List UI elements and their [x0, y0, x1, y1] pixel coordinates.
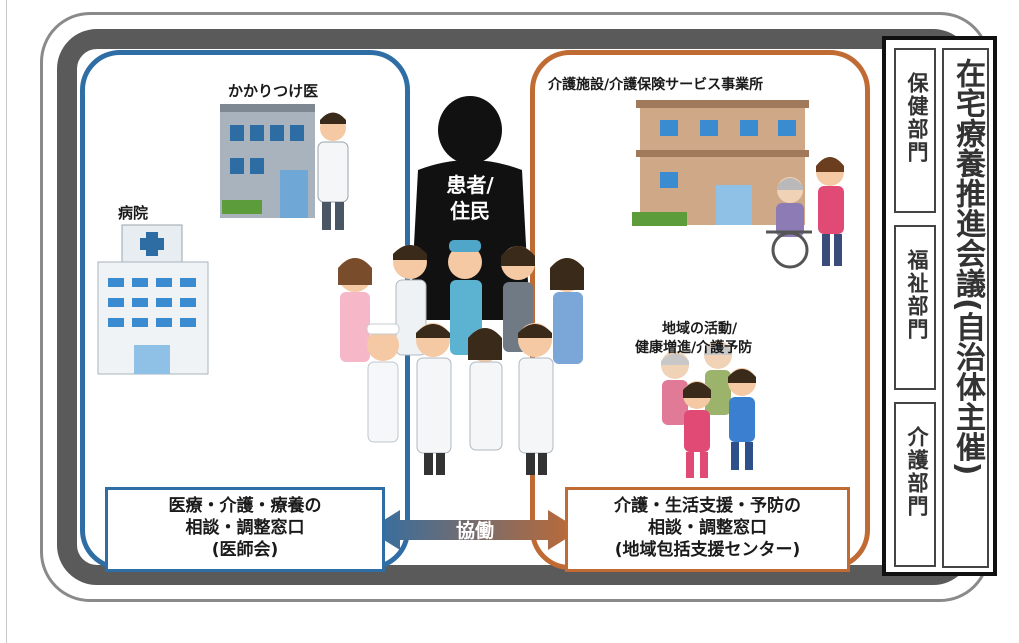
hospital-building-illustration — [97, 224, 209, 375]
welfare-department-box: 福祉部門 — [894, 225, 936, 390]
medical-panel-line3: (医師会) — [211, 540, 279, 560]
home-care-council-label: 在宅療養推進会議(自治体主催) — [950, 58, 985, 476]
collaboration-label: 協働 — [455, 520, 494, 542]
care-facility-building-illustration — [632, 100, 809, 226]
community-activity-label-line1: 地域の活動/ — [662, 321, 738, 337]
care-department-box: 介護部門 — [894, 402, 936, 567]
health-department-box: 保健部門 — [894, 48, 936, 213]
clinic-building-illustration — [220, 104, 315, 218]
patient-label-line2: 住民 — [450, 199, 490, 223]
patient-label: 患者/ 住民 — [430, 172, 510, 224]
care-panel-line2: 相談・調整窓口 — [648, 518, 767, 538]
health-department-label: 保健部門 — [905, 72, 929, 164]
welfare-department-label: 福祉部門 — [905, 249, 929, 341]
community-activity-label-line2: 健康増進/介護予防 — [635, 340, 753, 356]
council-sidebar: 保健部門 福祉部門 介護部門 在宅療養推進会議(自治体主催) — [882, 36, 997, 576]
care-consultation-panel: 介護・生活支援・予防の 相談・調整窓口 (地域包括支援センター) — [565, 487, 850, 572]
doctor-illustration — [317, 112, 349, 230]
home-care-council-box: 在宅療養推進会議(自治体主催) — [942, 48, 989, 568]
community-walking-illustration — [661, 341, 756, 478]
medical-consultation-panel: 医療・介護・療養の 相談・調整窓口 (医師会) — [105, 487, 385, 572]
care-panel-line3: (地域包括支援センター) — [614, 540, 801, 560]
hospital-label: 病院 — [118, 204, 149, 222]
medical-panel-line1: 医療・介護・療養の — [168, 496, 322, 516]
medical-staff-group-illustration — [338, 240, 584, 475]
wheelchair-caregiver-illustration — [766, 157, 844, 269]
medical-panel-line2: 相談・調整窓口 — [185, 518, 305, 538]
care-department-label: 介護部門 — [905, 426, 929, 518]
care-facility-label: 介護施設/介護保険サービス事業所 — [548, 77, 764, 93]
clinic-label: かかりつけ医 — [228, 82, 319, 100]
patient-label-line1: 患者/ — [446, 173, 494, 197]
left-border-line — [6, 0, 7, 643]
collaboration-arrow — [368, 510, 580, 550]
care-panel-line1: 介護・生活支援・予防の — [614, 496, 801, 516]
